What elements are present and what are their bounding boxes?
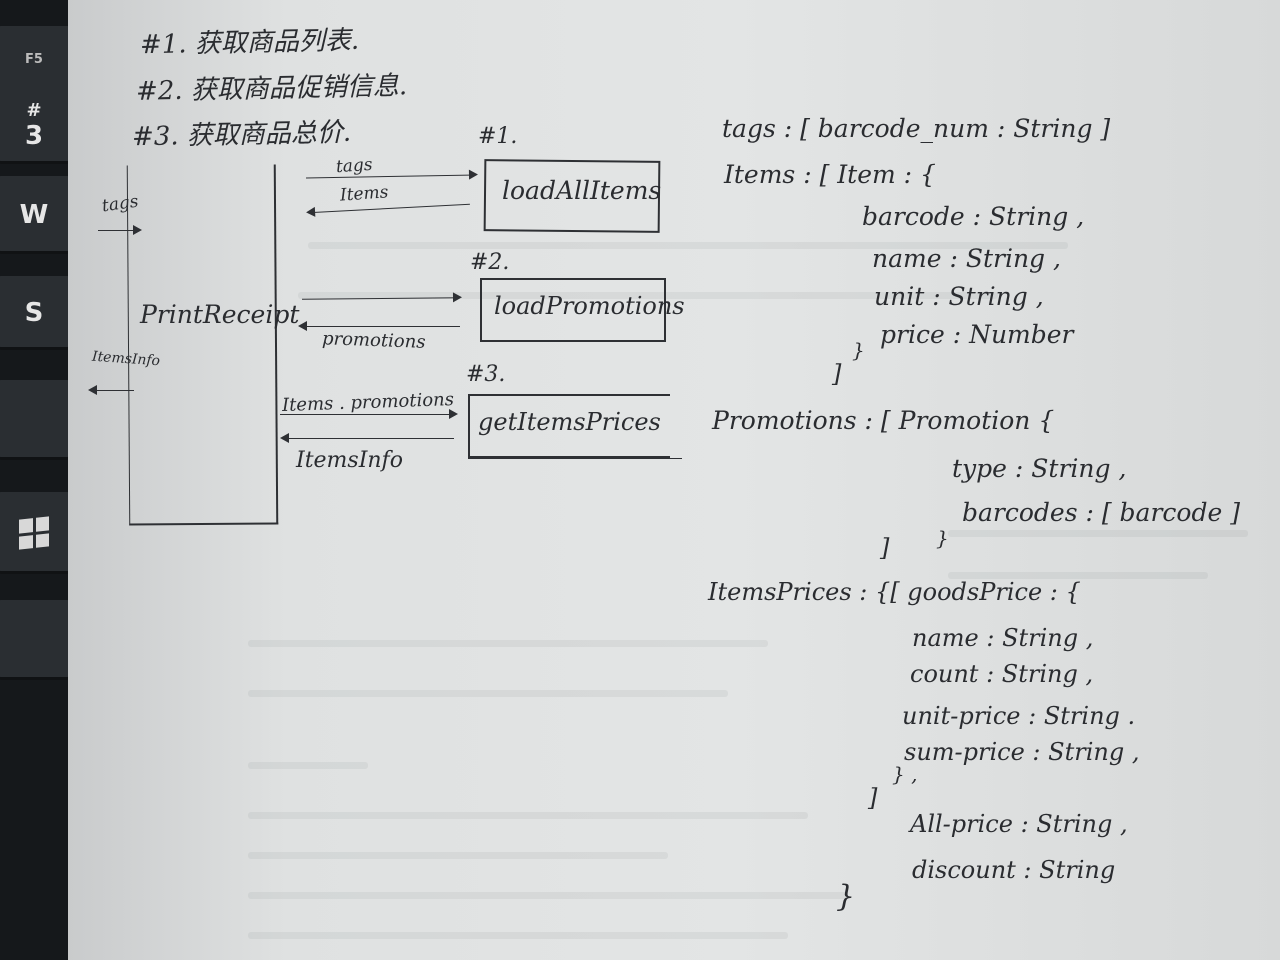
- schema-line: unit-price : String .: [902, 702, 1136, 730]
- keyboard-key: W: [0, 176, 74, 254]
- keyboard-key: [0, 380, 74, 460]
- print-receipt-box: [126, 164, 279, 526]
- arrow-label-out: Items: [339, 182, 390, 206]
- schema-line: All-price : String ,: [910, 810, 1128, 838]
- schema-line: ItemsPrices : {[ goodsPrice : {: [708, 578, 1081, 606]
- schema-line: price : Number: [880, 320, 1074, 349]
- schema-line: }: [836, 879, 856, 914]
- load-promotions-box: [480, 278, 666, 342]
- keyboard-key: S: [0, 276, 74, 350]
- schema-line: ]: [880, 534, 890, 562]
- keyboard-key: F5: [0, 26, 74, 92]
- keyboard-key: # 3: [0, 86, 74, 164]
- get-items-prices-box: [468, 394, 670, 458]
- arrow-label-in: tags: [335, 154, 374, 178]
- box-underline: [468, 458, 682, 459]
- schema-line: count : String ,: [910, 660, 1094, 688]
- schema-line: }: [936, 526, 949, 550]
- schema-line: name : String ,: [872, 244, 1061, 273]
- schema-line: barcode : String ,: [862, 202, 1085, 231]
- items-info-return-arrow: [280, 433, 454, 443]
- promotions-return-arrow: [298, 321, 460, 331]
- items-info-output-arrow: [88, 385, 134, 395]
- schema-line: } ,: [892, 762, 918, 786]
- step-note: #1. 获取商品列表.: [139, 25, 360, 61]
- load-promotions-label: loadPromotions: [494, 292, 685, 320]
- schema-line: barcodes : [ barcode ]: [962, 498, 1240, 527]
- get-items-prices-label: getItemsPrices: [478, 408, 661, 436]
- block-number: #1.: [478, 124, 518, 149]
- schema-line: unit : String ,: [874, 282, 1044, 311]
- schema-line: Promotions : [ Promotion {: [712, 406, 1055, 435]
- schema-line: Items : [ Item : {: [724, 160, 936, 189]
- arrow-label-out: promotions: [321, 328, 426, 353]
- paper-sheet: [68, 0, 1280, 960]
- schema-line: tags : [ barcode_num : String ]: [722, 114, 1111, 143]
- key-label: 3: [24, 120, 44, 151]
- step-note: #3. 获取商品总价.: [131, 117, 352, 153]
- windows-key: [0, 492, 74, 574]
- step-note: #2. 获取商品促销信息.: [135, 71, 408, 107]
- schema-line: discount : String: [912, 856, 1116, 884]
- tags-input-label: tags: [100, 191, 140, 217]
- arrow-label-out: ItemsInfo: [296, 448, 403, 473]
- schema-line: ]: [832, 360, 842, 388]
- block-number: #3.: [466, 362, 506, 387]
- schema-line: ]: [868, 784, 878, 812]
- windows-logo-icon: [19, 516, 49, 550]
- load-all-items-label: loadAllItems: [502, 176, 662, 205]
- items-promotions-arrow: [280, 409, 458, 419]
- schema-line: name : String ,: [912, 624, 1094, 652]
- schema-line: sum-price : String ,: [904, 738, 1140, 766]
- block-number: #2.: [470, 250, 510, 275]
- schema-line: }: [852, 338, 865, 362]
- keyboard-key: [0, 600, 74, 680]
- schema-line: type : String ,: [952, 454, 1127, 483]
- tags-input-arrow: [98, 225, 142, 235]
- key-label: #: [26, 99, 42, 121]
- print-receipt-label: PrintReceipt: [140, 300, 300, 329]
